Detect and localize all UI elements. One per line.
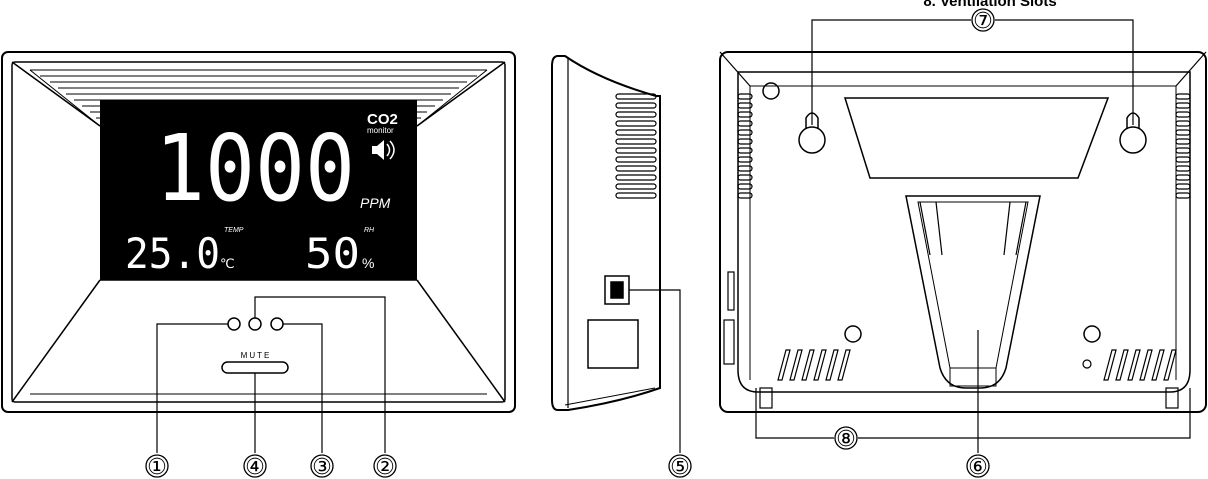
celsius-unit: ℃ (220, 257, 235, 272)
co2-label: CO2 (367, 111, 398, 128)
screw-hole-small (1082, 359, 1092, 369)
callout-markers-front: ① ④ ③ ② (145, 454, 397, 479)
front-leader-lines (156, 296, 386, 453)
callout-3: ③ (312, 455, 332, 479)
mute-label: MUTE (241, 351, 272, 360)
led-1 (227, 317, 241, 331)
callout-8: ⑧ (836, 427, 856, 452)
back-vent-bottom-right (1103, 349, 1177, 381)
back-leader-lines (755, 19, 1191, 453)
monitor-label: monitor (367, 126, 394, 135)
mute-button[interactable] (221, 361, 289, 374)
callout-6: ⑥ (968, 455, 988, 479)
screw-hole-top-left (762, 82, 780, 100)
rh-label: RH (364, 227, 375, 234)
foot-left (759, 387, 773, 409)
side-recess (587, 319, 639, 369)
humidity-reading: 50 (305, 229, 360, 278)
ventilation-slots-title: 8. Ventilation Slots (923, 0, 1056, 10)
screw-hole-mid-right (1083, 325, 1101, 343)
led-2 (248, 317, 262, 331)
back-outer-frame (719, 51, 1207, 413)
label-recess (843, 97, 1110, 179)
lcd-screen (100, 100, 417, 280)
ppm-unit: PPM (360, 195, 391, 211)
front-inner-frame (11, 61, 506, 403)
side-view (551, 55, 661, 411)
callout-2: ② (375, 455, 395, 479)
speaker-icon (372, 140, 395, 160)
side-vent-slots (615, 93, 657, 199)
screw-hole-mid-left (844, 325, 862, 343)
foot-right (1165, 387, 1179, 409)
led-indicators (227, 317, 284, 331)
callout-5: ⑤ (670, 455, 690, 479)
kickstand (905, 195, 1041, 389)
back-vent-bottom-left (777, 349, 851, 381)
callout-4: ④ (245, 455, 265, 479)
back-vent-left (737, 93, 753, 199)
co2-reading: 1000 (155, 115, 355, 222)
front-outer-frame (1, 51, 516, 413)
usb-port (604, 275, 630, 305)
back-view (719, 51, 1207, 413)
temp-label: TEMP (224, 227, 244, 234)
temperature-reading: 25.0 (125, 229, 220, 278)
led-3 (270, 317, 284, 331)
callout-7: ⑦ (973, 9, 993, 34)
callout-1: ① (147, 455, 167, 479)
back-vent-right (1175, 93, 1191, 199)
percent-unit: % (362, 255, 374, 271)
leader-5 (629, 289, 681, 453)
